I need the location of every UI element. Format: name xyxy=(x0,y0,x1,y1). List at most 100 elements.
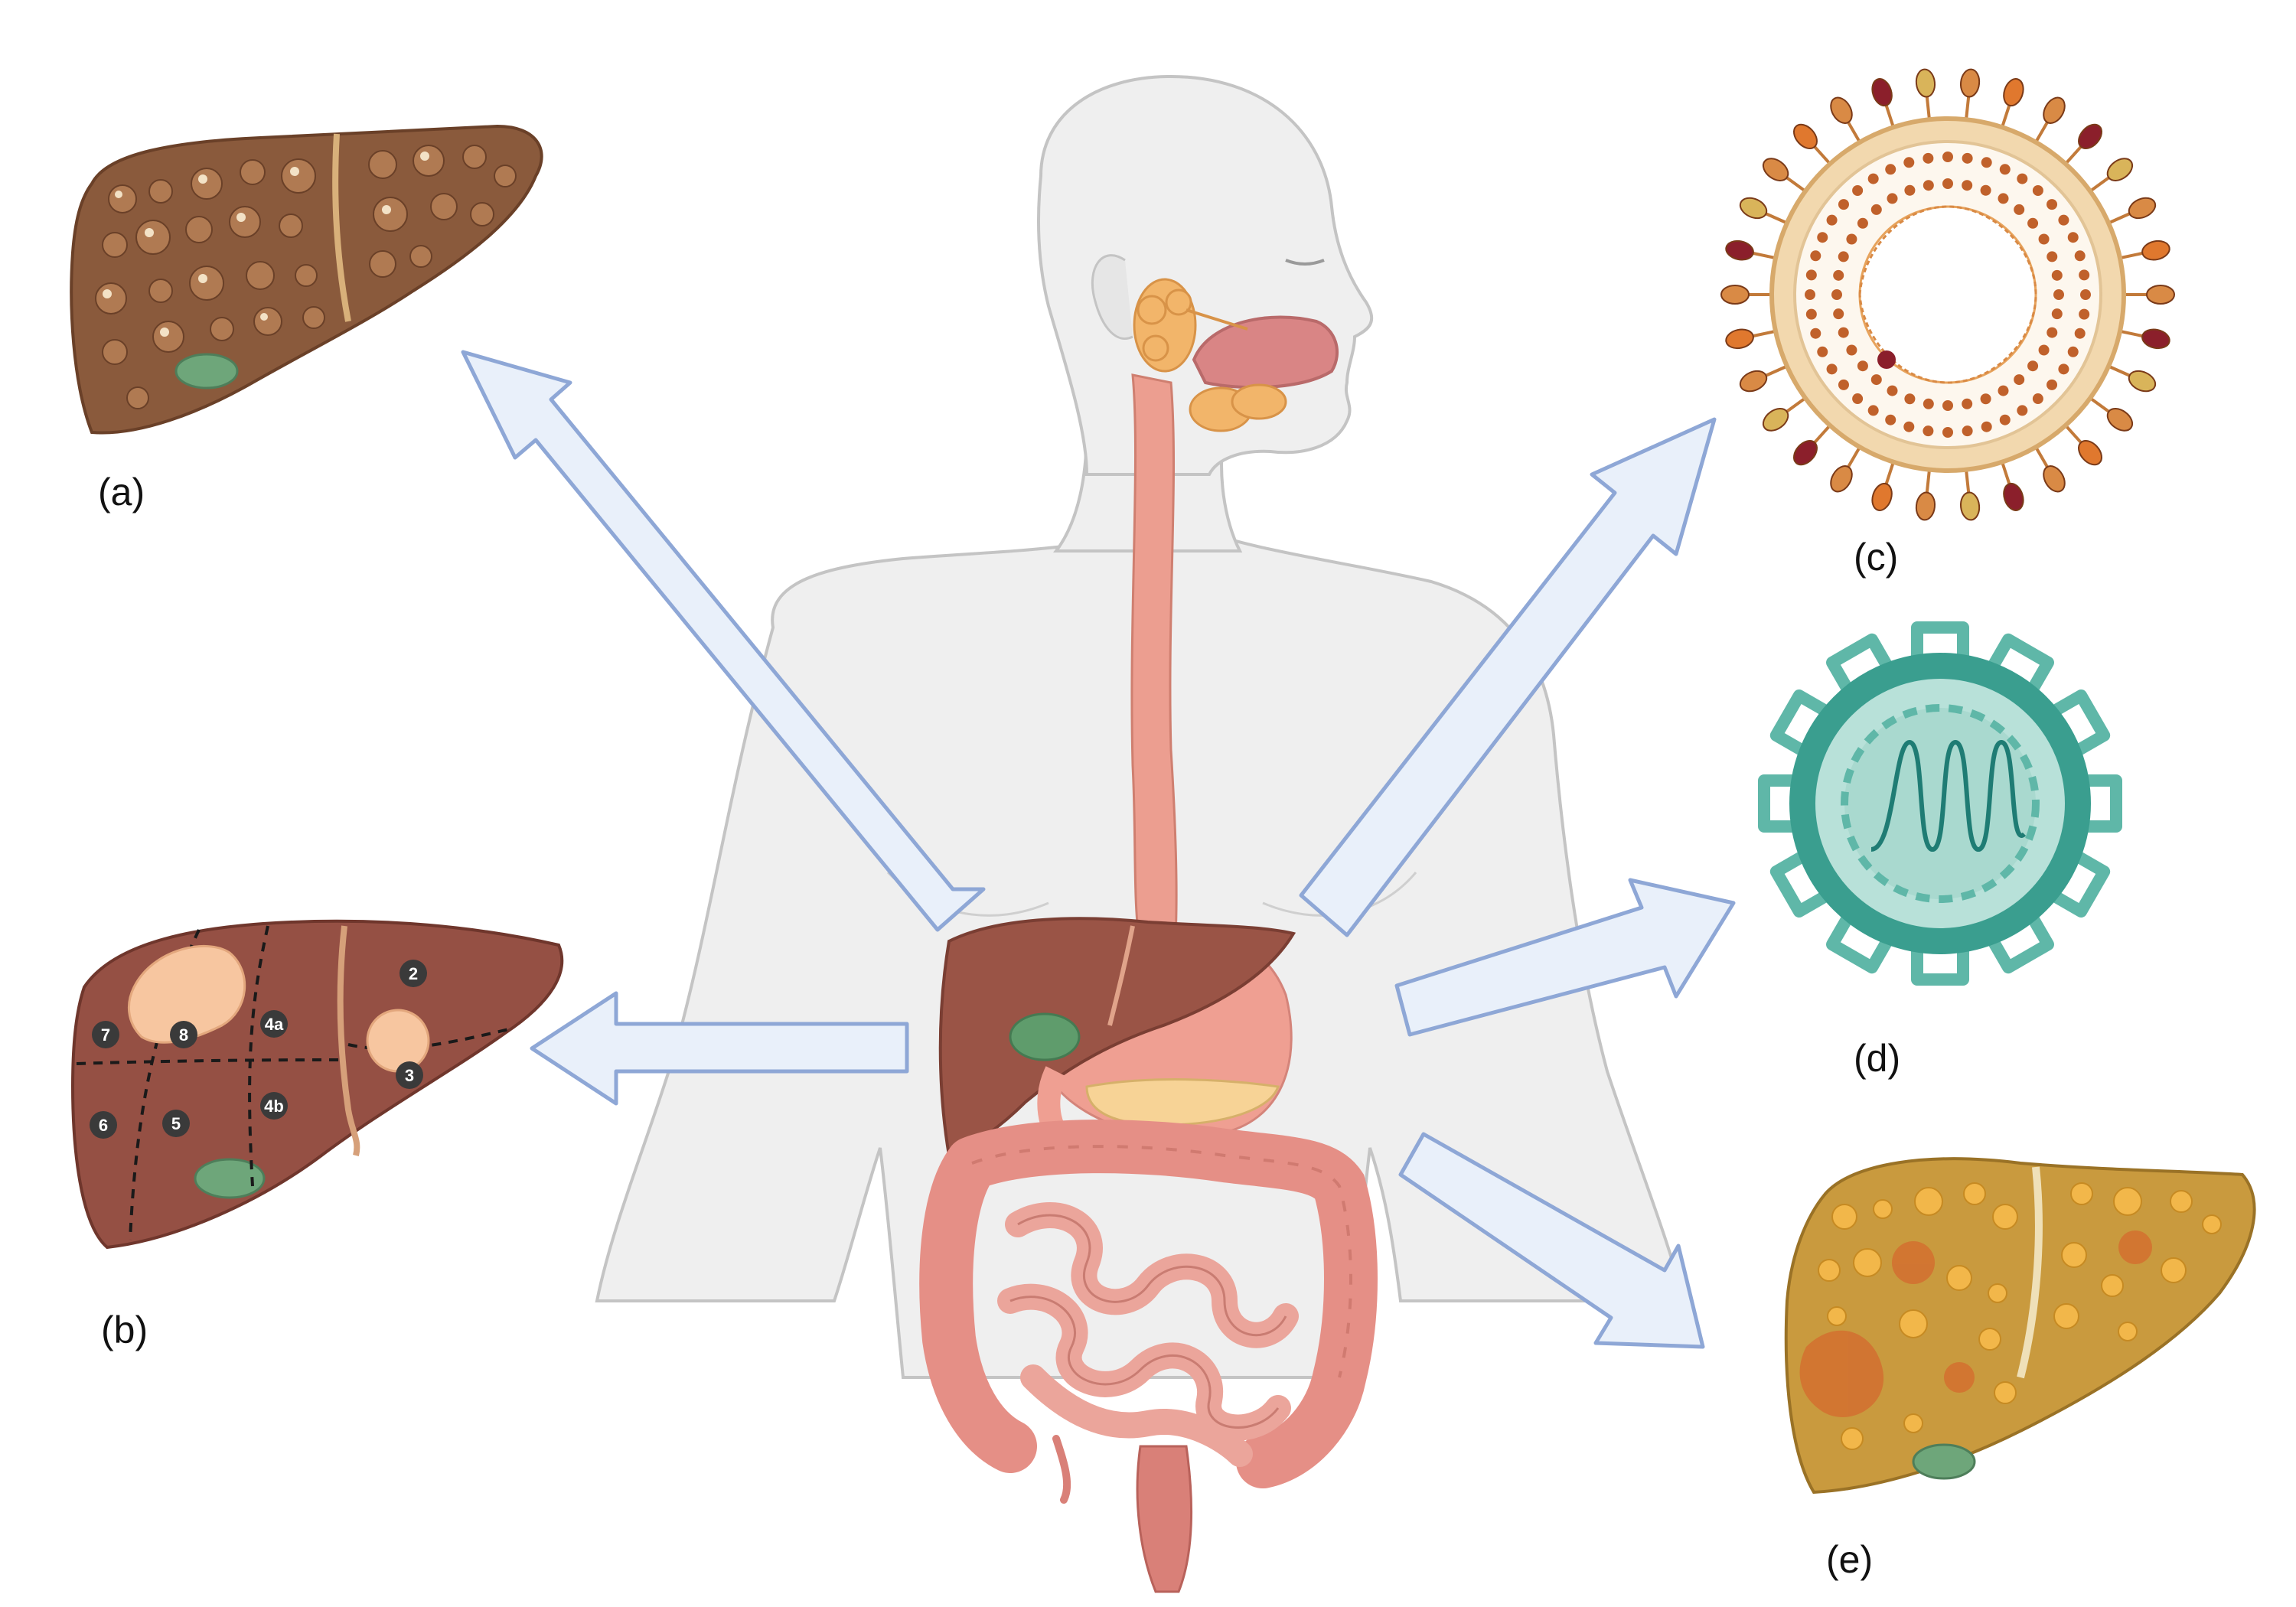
label-b: (b) xyxy=(101,1309,148,1351)
hbv-capsid-dot xyxy=(1810,250,1821,262)
segment-8: 8 xyxy=(179,1025,188,1045)
segment-4b: 4b xyxy=(264,1097,284,1116)
hbv-surface-protein-head xyxy=(2078,123,2103,150)
hcv-envelope-protein xyxy=(1988,914,2054,974)
hbv-capsid-dot xyxy=(2014,204,2025,215)
hbv-surface-protein-head xyxy=(1725,240,1754,261)
hbv-capsid-dot xyxy=(1962,180,1973,191)
hbv-capsid-dot xyxy=(1805,308,1817,320)
hbv-surface-protein-head xyxy=(1762,158,1789,181)
hbv-surface-protein-head xyxy=(2141,328,2170,350)
hbv-capsid-dot xyxy=(1870,204,1882,215)
arrow-to-b xyxy=(530,991,909,1106)
hbv-capsid-dot xyxy=(2032,184,2043,196)
segment-5: 5 xyxy=(171,1114,181,1133)
hbv-surface-protein-head xyxy=(1830,96,1853,124)
hbv-capsid-dot xyxy=(2051,269,2063,281)
hbv-capsid-dot xyxy=(2074,328,2086,339)
hbv-capsid-dot xyxy=(2080,289,2091,300)
hbv-capsid-dot xyxy=(1980,393,1991,405)
hcv-envelope-protein xyxy=(2051,689,2111,756)
hbv-capsid-dot xyxy=(1885,414,1896,425)
hcv-envelope-protein xyxy=(1769,851,1829,918)
hbv-capsid-dot xyxy=(2047,251,2058,262)
cirrhotic-gallbladder xyxy=(174,353,239,390)
hcv-rna xyxy=(1870,739,2027,852)
hbv-capsid-dot xyxy=(2038,344,2050,356)
digestive-system xyxy=(919,278,1378,1593)
hbv-capsid-dot xyxy=(2047,379,2058,390)
fatty-liver xyxy=(1784,1157,2256,1495)
hbv-surface-protein-head xyxy=(2003,482,2024,511)
hbv-capsid-dot xyxy=(1833,308,1844,320)
hcv-envelope-protein xyxy=(1988,633,2054,693)
hbv-capsid-dot xyxy=(1867,405,1879,416)
label-e: (e) xyxy=(1826,1538,1873,1581)
hbv-surface-protein-head xyxy=(1871,482,1893,511)
hbv-capsid-dot xyxy=(1962,398,1973,409)
hbv-surface-protein-head xyxy=(2128,370,2157,393)
segment-2: 2 xyxy=(409,964,418,983)
hbv-capsid-dot xyxy=(1923,180,1934,191)
hbv-capsid-dot xyxy=(2027,217,2039,229)
hbv-capsid-dot xyxy=(1838,251,1849,262)
hbv-surface-protein-head xyxy=(1725,328,1754,350)
hbv-capsid-dot xyxy=(1903,157,1915,168)
tumors xyxy=(127,944,430,1073)
hepatitis-c-virus xyxy=(1758,621,2122,986)
hbv-surface-protein-head xyxy=(1792,439,1818,466)
hbv-capsid-dot xyxy=(1962,152,1973,164)
central-liver xyxy=(938,917,1296,1158)
arrow-to-e xyxy=(1398,1132,1705,1349)
hbv-capsid-dot xyxy=(2058,214,2069,226)
hbv-capsid-dot xyxy=(1903,421,1915,432)
hcv-envelope-protein xyxy=(1769,689,1829,756)
hbv-capsid-dot xyxy=(1810,328,1821,339)
hbv-capsid-dot xyxy=(1817,346,1828,357)
hbv-capsid-dot xyxy=(1805,289,1815,300)
hbv-capsid-dot xyxy=(1942,400,1953,411)
hbv-capsid-dot xyxy=(2074,250,2086,262)
hbv-capsid-dot xyxy=(1870,374,1882,386)
hbv-surface-protein-head xyxy=(2043,465,2066,493)
hbv-capsid-dot xyxy=(1846,233,1857,245)
hbv-surface-protein-head xyxy=(1871,78,1893,107)
hbv-capsid-dot xyxy=(1980,184,1991,196)
hbv-capsid-dot xyxy=(1817,232,1828,243)
hbv-capsid-dot xyxy=(1904,393,1916,405)
gallbladder xyxy=(1009,1012,1081,1061)
hbv-capsid-dot xyxy=(1999,164,2011,175)
rectum xyxy=(1136,1445,1193,1593)
segment-7: 7 xyxy=(101,1025,110,1045)
hbv-surface-protein-head xyxy=(2106,408,2134,432)
hcv-envelope-protein xyxy=(2086,774,2122,833)
segment-3: 3 xyxy=(405,1066,414,1085)
hbv-capsid-dot xyxy=(1852,184,1864,196)
hcv-envelope-protein xyxy=(1826,633,1893,693)
hbv-capsid-dot xyxy=(1887,385,1898,396)
hbv-capsid-dot xyxy=(1826,363,1838,375)
closed-eye xyxy=(1285,259,1325,266)
hbv-capsid-dot xyxy=(1942,152,1953,162)
hbv-capsid-dot xyxy=(2017,173,2028,184)
hbv-surface-protein-head xyxy=(2003,78,2024,107)
label-c: (c) xyxy=(1854,536,1898,579)
hbv-surface-protein-head xyxy=(2141,240,2170,261)
hbv-surface-protein-head xyxy=(1792,123,1818,150)
hbv-capsid-dot xyxy=(1885,164,1896,175)
hbv-surface-protein-head xyxy=(2106,158,2134,181)
hbv-capsid-dot xyxy=(1923,398,1934,409)
hbv-capsid-dot xyxy=(1904,184,1916,196)
hbv-capsid-dot xyxy=(2047,199,2058,210)
hbv-capsid-dot xyxy=(1981,421,1992,432)
segmented-liver-gallbladder xyxy=(194,1158,266,1199)
appendix xyxy=(1052,1435,1071,1504)
segment-6: 6 xyxy=(99,1116,108,1135)
segment-markers xyxy=(90,960,427,1139)
hbv-capsid-dot xyxy=(2038,233,2050,245)
hbv-surface-protein-head xyxy=(1762,408,1789,432)
pancreas xyxy=(1085,1078,1280,1126)
hbv-capsid-dot xyxy=(2014,374,2025,386)
fatty-liver-gallbladder xyxy=(1912,1443,1976,1480)
hbv-capsid-dot xyxy=(2079,269,2090,281)
